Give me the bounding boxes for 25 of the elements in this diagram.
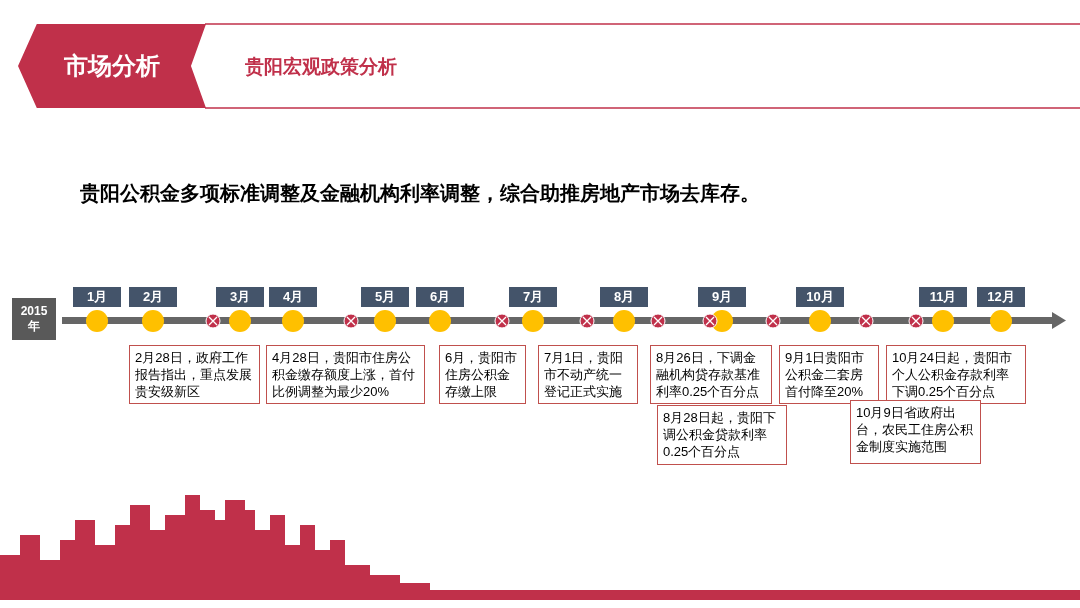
month-box: 8月 — [600, 287, 648, 307]
month-box: 5月 — [361, 287, 409, 307]
event-box: 9月1日贵阳市公积金二套房首付降至20% — [779, 345, 879, 404]
month-box: 4月 — [269, 287, 317, 307]
month-box: 10月 — [796, 287, 844, 307]
header-band: 市场分析 — [18, 24, 206, 108]
month-box: 1月 — [73, 287, 121, 307]
month-box: 7月 — [509, 287, 557, 307]
event-box: 6月，贵阳市住房公积金存缴上限 — [439, 345, 526, 404]
event-box: 10月24日起，贵阳市个人公积金存款利率下调0.25个百分点 — [886, 345, 1026, 404]
subtitle: 贵阳宏观政策分析 — [245, 55, 397, 79]
month-box: 12月 — [977, 287, 1025, 307]
event-box: 2月28日，政府工作报告指出，重点发展贵安级新区 — [129, 345, 260, 404]
event-box: 8月28日起，贵阳下调公积金贷款利率0.25个百分点 — [657, 405, 787, 465]
event-box: 4月28日，贵阳市住房公积金缴存额度上涨，首付比例调整为最少20% — [266, 345, 425, 404]
month-box: 2月 — [129, 287, 177, 307]
event-box: 8月26日，下调金融机构贷存款基准利率0.25个百分点 — [650, 345, 772, 404]
month-box: 3月 — [216, 287, 264, 307]
year-box: 2015年 — [12, 298, 56, 340]
month-box: 6月 — [416, 287, 464, 307]
month-box: 9月 — [698, 287, 746, 307]
month-box: 11月 — [919, 287, 967, 307]
event-box: 10月9日省政府出台，农民工住房公积金制度实施范围 — [850, 400, 981, 464]
event-box: 7月1日，贵阳市不动产统一登记正式实施 — [538, 345, 638, 404]
headline: 贵阳公积金多项标准调整及金融机构利率调整，综合助推房地产市场去库存。 — [80, 181, 760, 206]
